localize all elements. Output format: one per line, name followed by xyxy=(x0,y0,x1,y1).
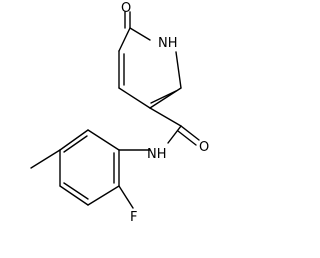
bond-c5-c4 xyxy=(118,87,151,109)
bond-a4-a5 xyxy=(59,185,89,206)
bond-a4-a5-double xyxy=(63,182,89,200)
atom-labels: O NH O NH F xyxy=(121,1,209,225)
atom-label-nh1: NH xyxy=(158,36,178,51)
bond-a2-a3 xyxy=(59,129,89,151)
aryl-ring xyxy=(59,129,120,206)
amide-group xyxy=(118,107,200,151)
molecule-canvas: O NH O NH F xyxy=(30,1,209,225)
atom-label-f: F xyxy=(130,210,137,225)
carbonyl-ring xyxy=(124,11,131,29)
bond-fluoro xyxy=(118,185,134,209)
bond-c6-c5-double xyxy=(150,90,177,104)
structure-diagram: O NH O NH F xyxy=(30,1,209,225)
bond-camide-o2 xyxy=(180,125,200,141)
bond-camide-o2-double xyxy=(177,130,197,146)
bond-c2-n1 xyxy=(129,27,151,41)
bond-a5-a6 xyxy=(87,185,120,206)
atom-label-o1: O xyxy=(121,1,131,16)
bond-methyl xyxy=(30,149,61,169)
bond-a2-a3-double xyxy=(63,135,88,153)
bond-camide-n xyxy=(167,125,182,144)
substituents xyxy=(30,149,134,209)
bond-c3-c2 xyxy=(118,27,131,52)
atom-label-nh2: NH xyxy=(147,147,167,162)
pyridinone-ring xyxy=(118,27,182,109)
bond-n1-c6 xyxy=(175,51,182,89)
bond-c5-camide xyxy=(149,107,182,127)
atom-label-o2: O xyxy=(199,140,209,155)
bond-a1-a2 xyxy=(87,129,120,151)
